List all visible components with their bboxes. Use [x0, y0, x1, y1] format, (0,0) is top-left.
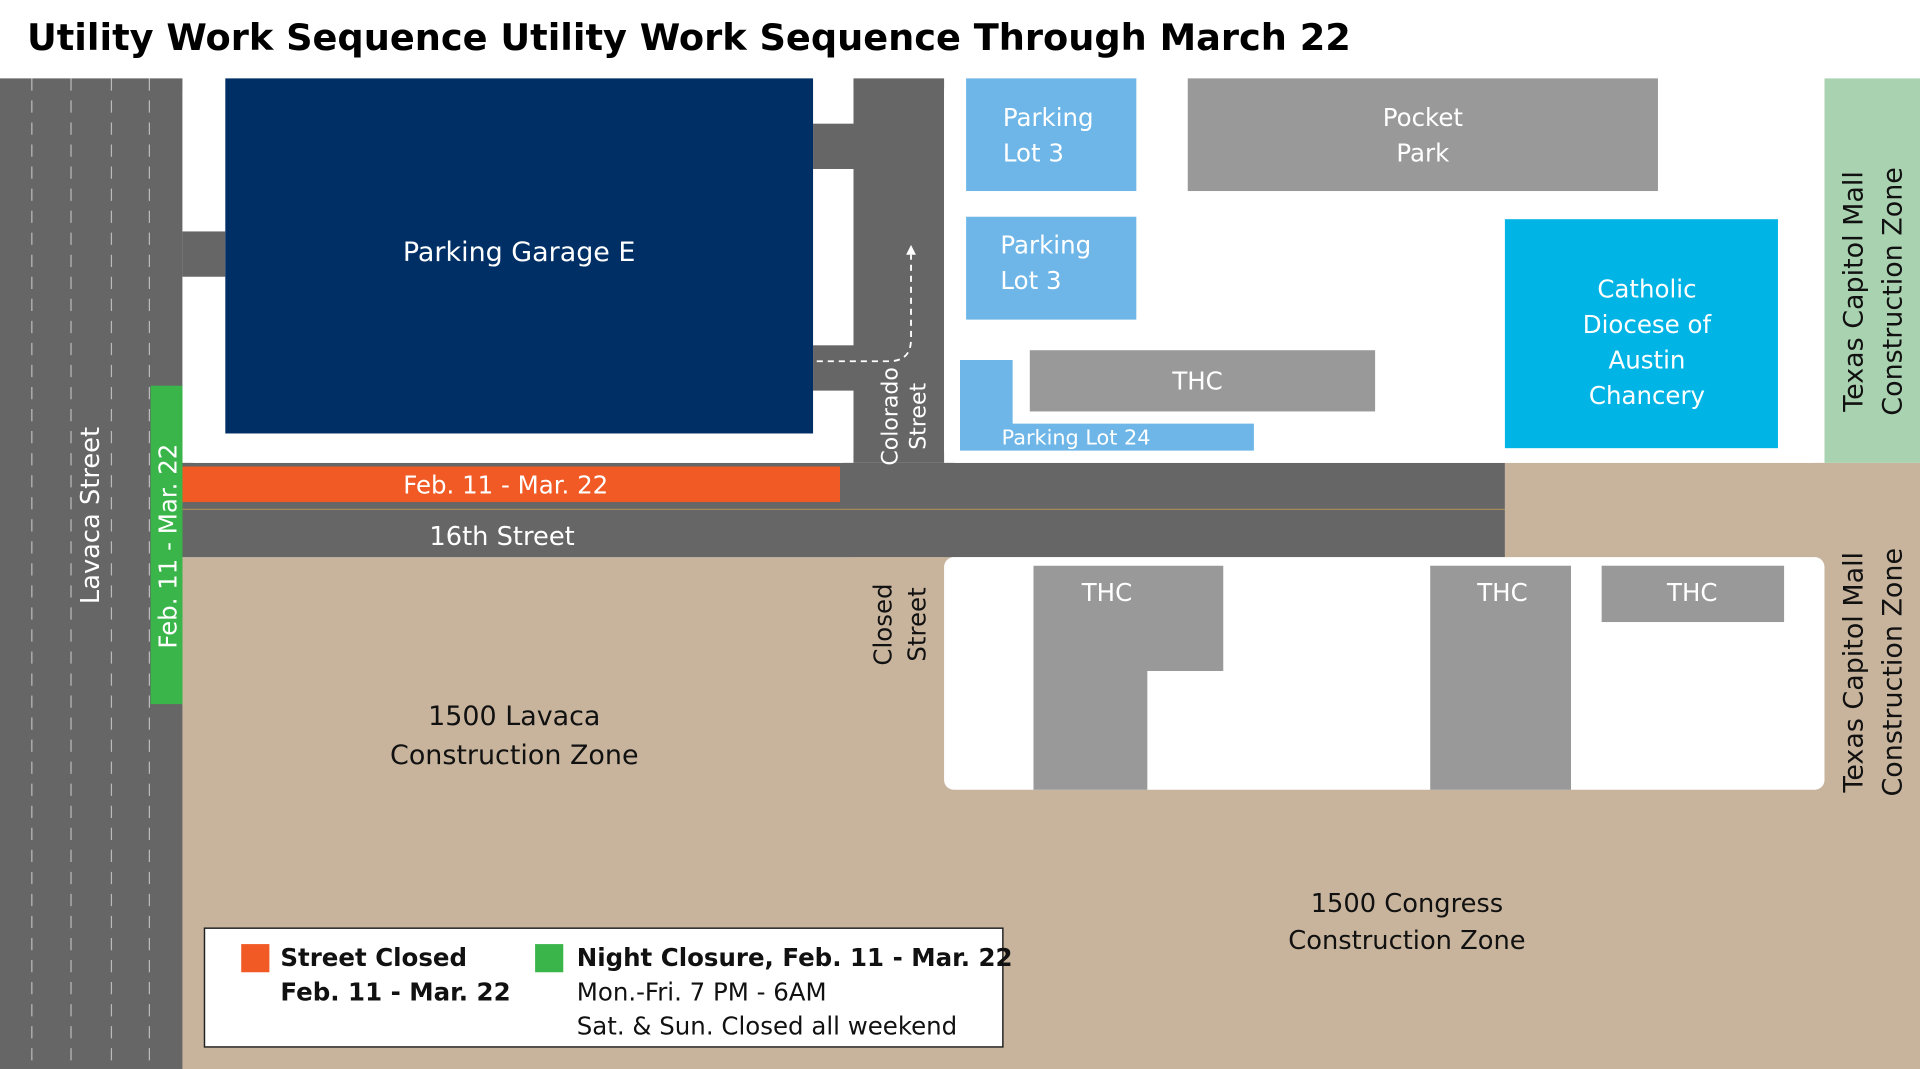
night-closure-segment-label: Feb. 11 - Mar. 22	[153, 444, 182, 649]
legend-box	[203, 927, 1004, 1048]
legend-night-closure-line3: Sat. & Sun. Closed all weekend	[577, 1012, 957, 1041]
parking-lot-24	[960, 360, 1254, 451]
chancery-building	[1504, 219, 1778, 449]
sixteenth-street-label: 16th Street	[429, 522, 574, 552]
legend-night-closure-line1: Night Closure, Feb. 11 - Mar. 22	[577, 943, 1013, 972]
chancery-label-line4: Chancery	[1589, 381, 1705, 410]
night-closure-swatch	[535, 944, 564, 973]
parking-lot-3-north	[966, 78, 1137, 192]
thc-building-south-center	[1430, 565, 1572, 790]
pocket-park-label-line2: Park	[1396, 139, 1450, 168]
capitol-mall-zone-south-label-line1: Texas Capitol Mall	[1838, 552, 1869, 794]
pocket-park	[1187, 78, 1658, 192]
colorado-street-label-line1: Colorado	[879, 367, 904, 466]
parking-lot-24-label: Parking Lot 24	[1002, 426, 1151, 450]
parking-garage-e-label: Parking Garage E	[403, 237, 636, 268]
congress-zone-label-line2: Construction Zone	[1288, 926, 1525, 956]
lavaca-zone-label-line2: Construction Zone	[390, 740, 639, 771]
congress-zone-label-line1: 1500 Congress	[1311, 889, 1503, 919]
colorado-street-label-line2: Street	[907, 383, 932, 450]
parking-lot-3-south	[966, 216, 1137, 320]
lavaca-street-label: Lavaca Street	[76, 427, 106, 604]
parking-lot-3-north-label-line1: Parking	[1003, 103, 1094, 132]
capitol-mall-zone-north-label-line1: Texas Capitol Mall	[1838, 171, 1869, 413]
thc-building-north	[1029, 350, 1376, 412]
chancery-label-line2: Diocese of	[1583, 310, 1713, 339]
parking-garage-e	[225, 78, 814, 434]
night-closure-segment	[150, 385, 183, 705]
thc-building-south-east	[1601, 565, 1785, 623]
colorado-street-road	[853, 78, 945, 463]
chancery-label-line3: Austin	[1608, 346, 1685, 375]
parking-lot-3-south-label-line2: Lot 3	[1000, 266, 1061, 295]
street-closed-segment-label: Feb. 11 - Mar. 22	[403, 470, 608, 499]
garage-entrance-south	[813, 345, 856, 391]
legend-street-closed-line2: Feb. 11 - Mar. 22	[280, 977, 510, 1006]
pocket-park-label-line1: Pocket	[1383, 103, 1464, 132]
closed-street-label-line2: Street	[903, 587, 932, 662]
capitol-mall-zone-north-label-line2: Construction Zone	[1878, 167, 1909, 416]
closed-street-label-line1: Closed	[868, 583, 897, 665]
parking-lot-3-south-label-line1: Parking	[1000, 230, 1091, 259]
garage-entrance-north	[813, 123, 856, 169]
map-title: Utility Work Sequence Utility Work Seque…	[27, 16, 1351, 59]
chancery-label-line1: Catholic	[1597, 275, 1696, 304]
closed-street-road	[853, 557, 945, 790]
legend-night-closure-line2: Mon.-Fri. 7 PM - 6AM	[577, 977, 827, 1006]
thc-building-south-west-label: THC	[1081, 578, 1132, 607]
lavaca-zone-label-line1: 1500 Lavaca	[428, 701, 600, 732]
congress-construction-zone-north	[1504, 462, 1920, 561]
legend-street-closed-line1: Street Closed	[280, 943, 467, 972]
garage-entrance-west	[182, 231, 226, 277]
thc-building-south-west	[1033, 565, 1224, 790]
street-closed-segment	[182, 466, 840, 503]
thc-building-south-east-label: THC	[1666, 578, 1717, 607]
detour-route-line	[816, 254, 912, 363]
capitol-mall-zone-south-label-line2: Construction Zone	[1878, 548, 1909, 797]
street-closed-swatch	[241, 944, 270, 973]
capitol-mall-zone-north	[1824, 78, 1920, 463]
detour-arrow-icon	[906, 244, 916, 255]
legend: Street Closed Feb. 11 - Mar. 22 Night Cl…	[203, 927, 1013, 1048]
thc-building-south-center-label: THC	[1476, 578, 1527, 607]
parking-lot-3-north-label-line2: Lot 3	[1003, 139, 1064, 168]
thc-building-north-label: THC	[1171, 366, 1222, 395]
